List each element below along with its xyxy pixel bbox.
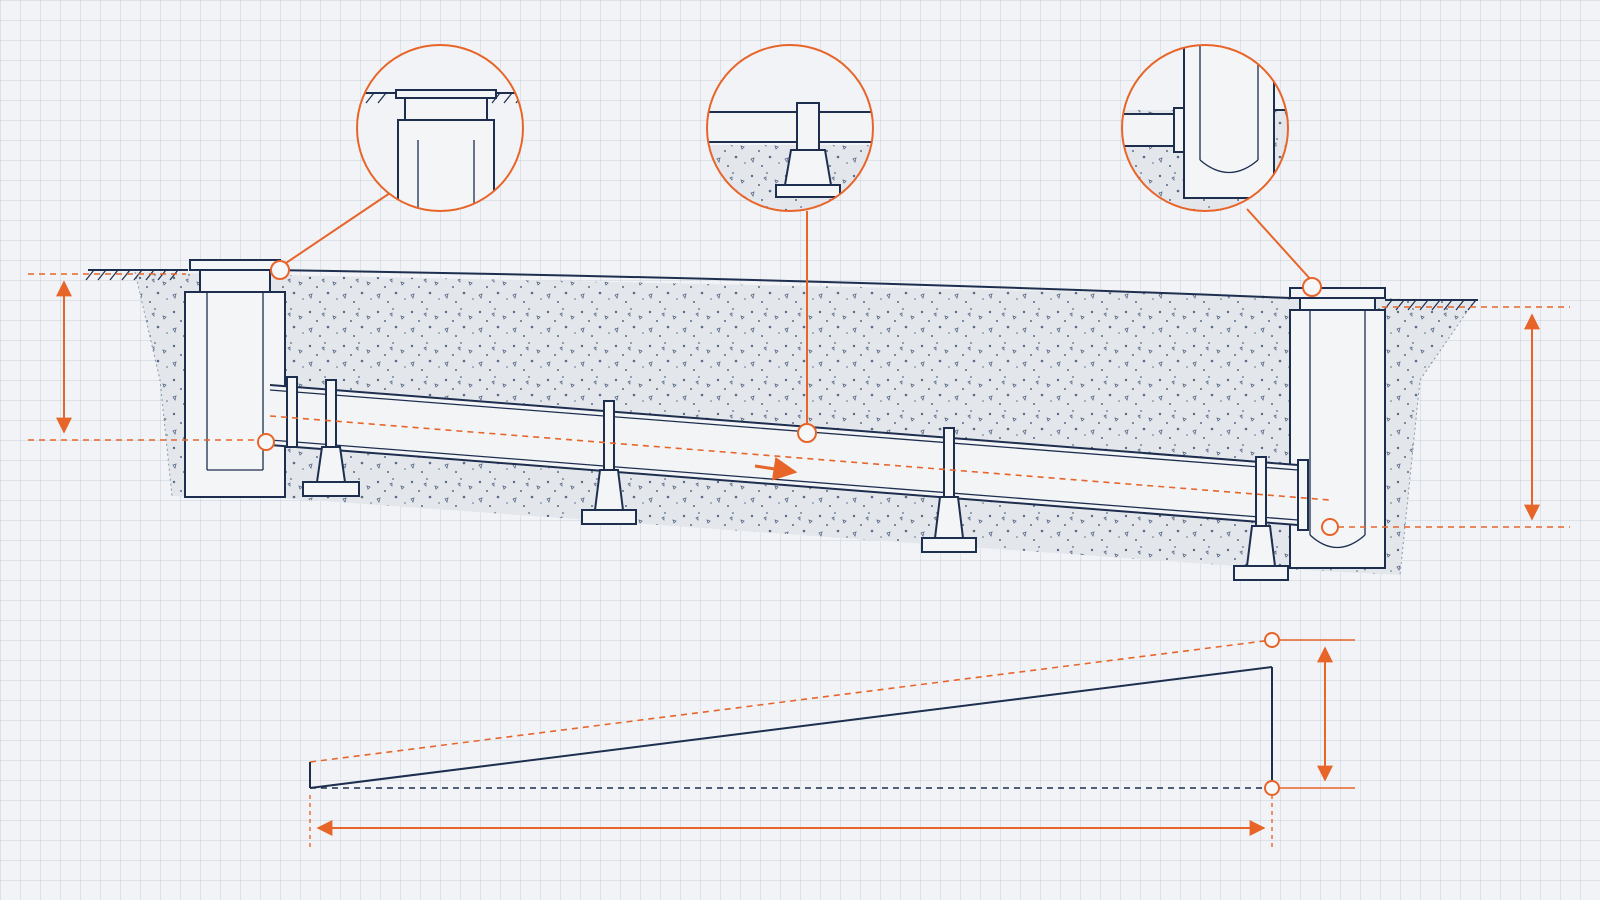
rise-top-node (1264, 632, 1280, 648)
flow-direction-arrow-icon (754, 456, 798, 481)
detail-manhole-cover-callout (356, 44, 524, 212)
invert-slope-line (269, 415, 1331, 501)
right-level-guides (1338, 306, 1570, 528)
detail-anchor-node (257, 260, 1339, 536)
pipe-support-saddle (302, 446, 1289, 581)
detail-pipe-support-callout (706, 44, 874, 212)
left-manhole (184, 259, 286, 498)
left-level-guides (28, 273, 266, 441)
callout-leaders (282, 192, 1313, 427)
ground-surface-line (85, 269, 1478, 311)
detail-pipe-entry-callout (1121, 44, 1289, 212)
rise-bottom-node (1264, 780, 1280, 796)
slope-triangle-diagram (309, 632, 1355, 848)
